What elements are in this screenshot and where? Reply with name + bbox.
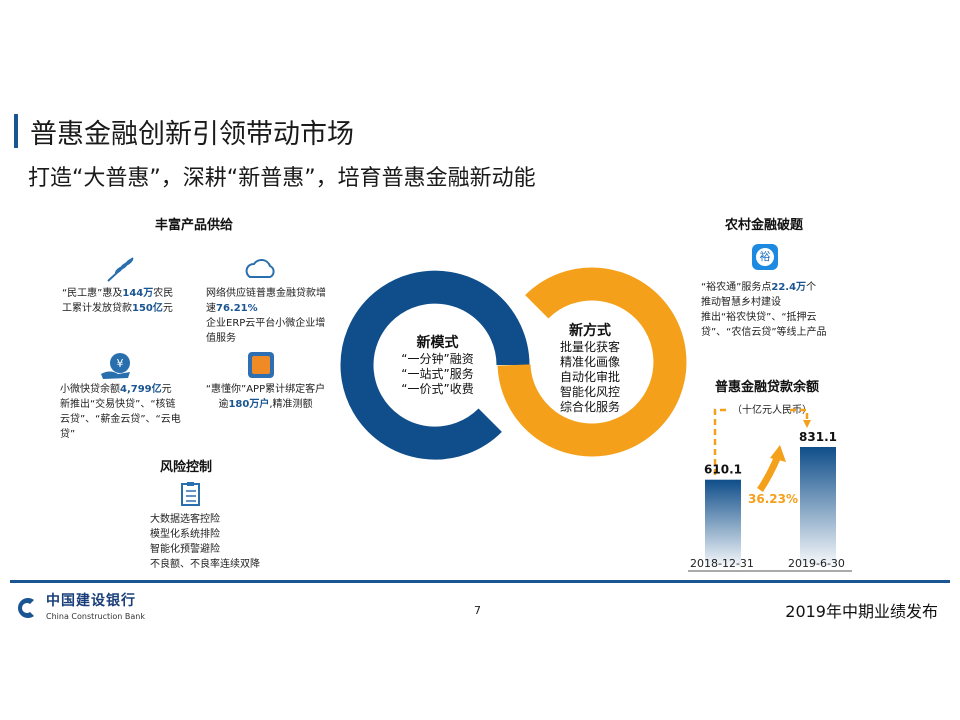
risk-item: 大数据选客控险 [150,514,220,525]
page-subtitle: 打造“大普惠”，深耕“新普惠”，培育普惠金融新动能 [28,166,536,191]
yuan-hand-icon: ¥ [101,353,130,379]
new-method-line: 综合化服务 [559,400,620,414]
footer-divider [10,580,950,583]
rural-text: “裕农通”服务点22.4万个推动智慧乡村建设推出“裕农快贷”、“抵押云贷”、“农… [701,282,827,338]
bar-value-label: 610.1 [704,463,742,477]
yu-app-icon: 裕 [752,244,778,270]
product-small-micro: 小微快贷余额4,799亿元新推出“交易快贷”、“核链云贷”、“薪金云贷”、“云电… [60,384,181,440]
risk-item: 模型化系统排险 [150,529,220,540]
new-model-line: “一价式”收费 [401,382,474,396]
growth-arrow-icon [757,454,782,492]
product-huidongni: “惠懂你”APP累计绑定客户逾180万户,精准测额 [205,384,326,410]
chart-title: 普惠金融贷款余额 [715,380,820,395]
svg-text:¥: ¥ [117,357,124,370]
growth-dashed-connector [713,408,809,475]
cloud-icon [245,259,275,278]
risk-list: 大数据选客控险 模型化系统排险 智能化预警避险 不良额、不良率连续双降 [150,512,260,572]
checklist-icon [181,482,200,506]
title-accent-bar [14,114,18,148]
new-method-text: 新方式 批量化获客 精准化画像 自动化审批 智能化风控 综合化服务 [545,322,635,415]
wheat-icon [107,257,134,282]
page-number: 7 [474,604,481,617]
new-model-line: “一站式”服务 [401,367,474,381]
new-method-line: 自动化审批 [559,370,620,384]
chart-unit: （十亿元人民币） [732,405,812,416]
products-heading: 丰富产品供给 [155,218,234,233]
rural-heading: 农村金融破题 [725,218,804,233]
new-method-line: 批量化获客 [559,340,620,354]
page-title: 普惠金融创新引领带动市场 [30,119,354,150]
bank-name-en: China Construction Bank [46,612,145,621]
x-tick-label: 2019-6-30 [788,557,845,570]
bar-2018-12-31 [705,479,741,570]
new-method-line: 精准化画像 [559,355,620,369]
loan-balance-chart: 610.1 831.1 [688,408,852,572]
hui-app-icon [248,352,274,378]
new-method-title: 新方式 [569,323,611,339]
new-model-ring [340,270,530,460]
bar-value-label: 831.1 [799,430,837,444]
growth-label: 36.23% [748,492,798,506]
new-method-ring [497,267,687,457]
bank-name-cn: 中国建设银行 [46,593,136,609]
x-tick-label: 2018-12-31 [690,557,754,570]
risk-item: 不良额、不良率连续双降 [150,559,260,570]
ccb-logo-icon [18,598,34,618]
bar-2019-6-30 [800,447,836,570]
risk-item: 智能化预警避险 [150,544,220,555]
product-supply-chain: 网络供应链普惠金融贷款增速76.21%企业ERP云平台小微企业增值服务 [206,288,326,344]
arrow-down-icon [803,420,811,428]
product-mingonghui: “民工惠”惠及144万农民工累计发放贷款150亿元 [62,288,174,314]
new-model-title: 新模式 [416,335,459,351]
report-title: 2019年中期业绩发布 [785,602,938,621]
new-model-line: “一分钟”融资 [401,352,474,366]
risk-heading: 风险控制 [160,460,213,475]
new-method-line: 智能化风控 [559,385,620,399]
new-model-text: 新模式 “一分钟”融资 “一站式”服务 “一价式”收费 [385,334,490,397]
